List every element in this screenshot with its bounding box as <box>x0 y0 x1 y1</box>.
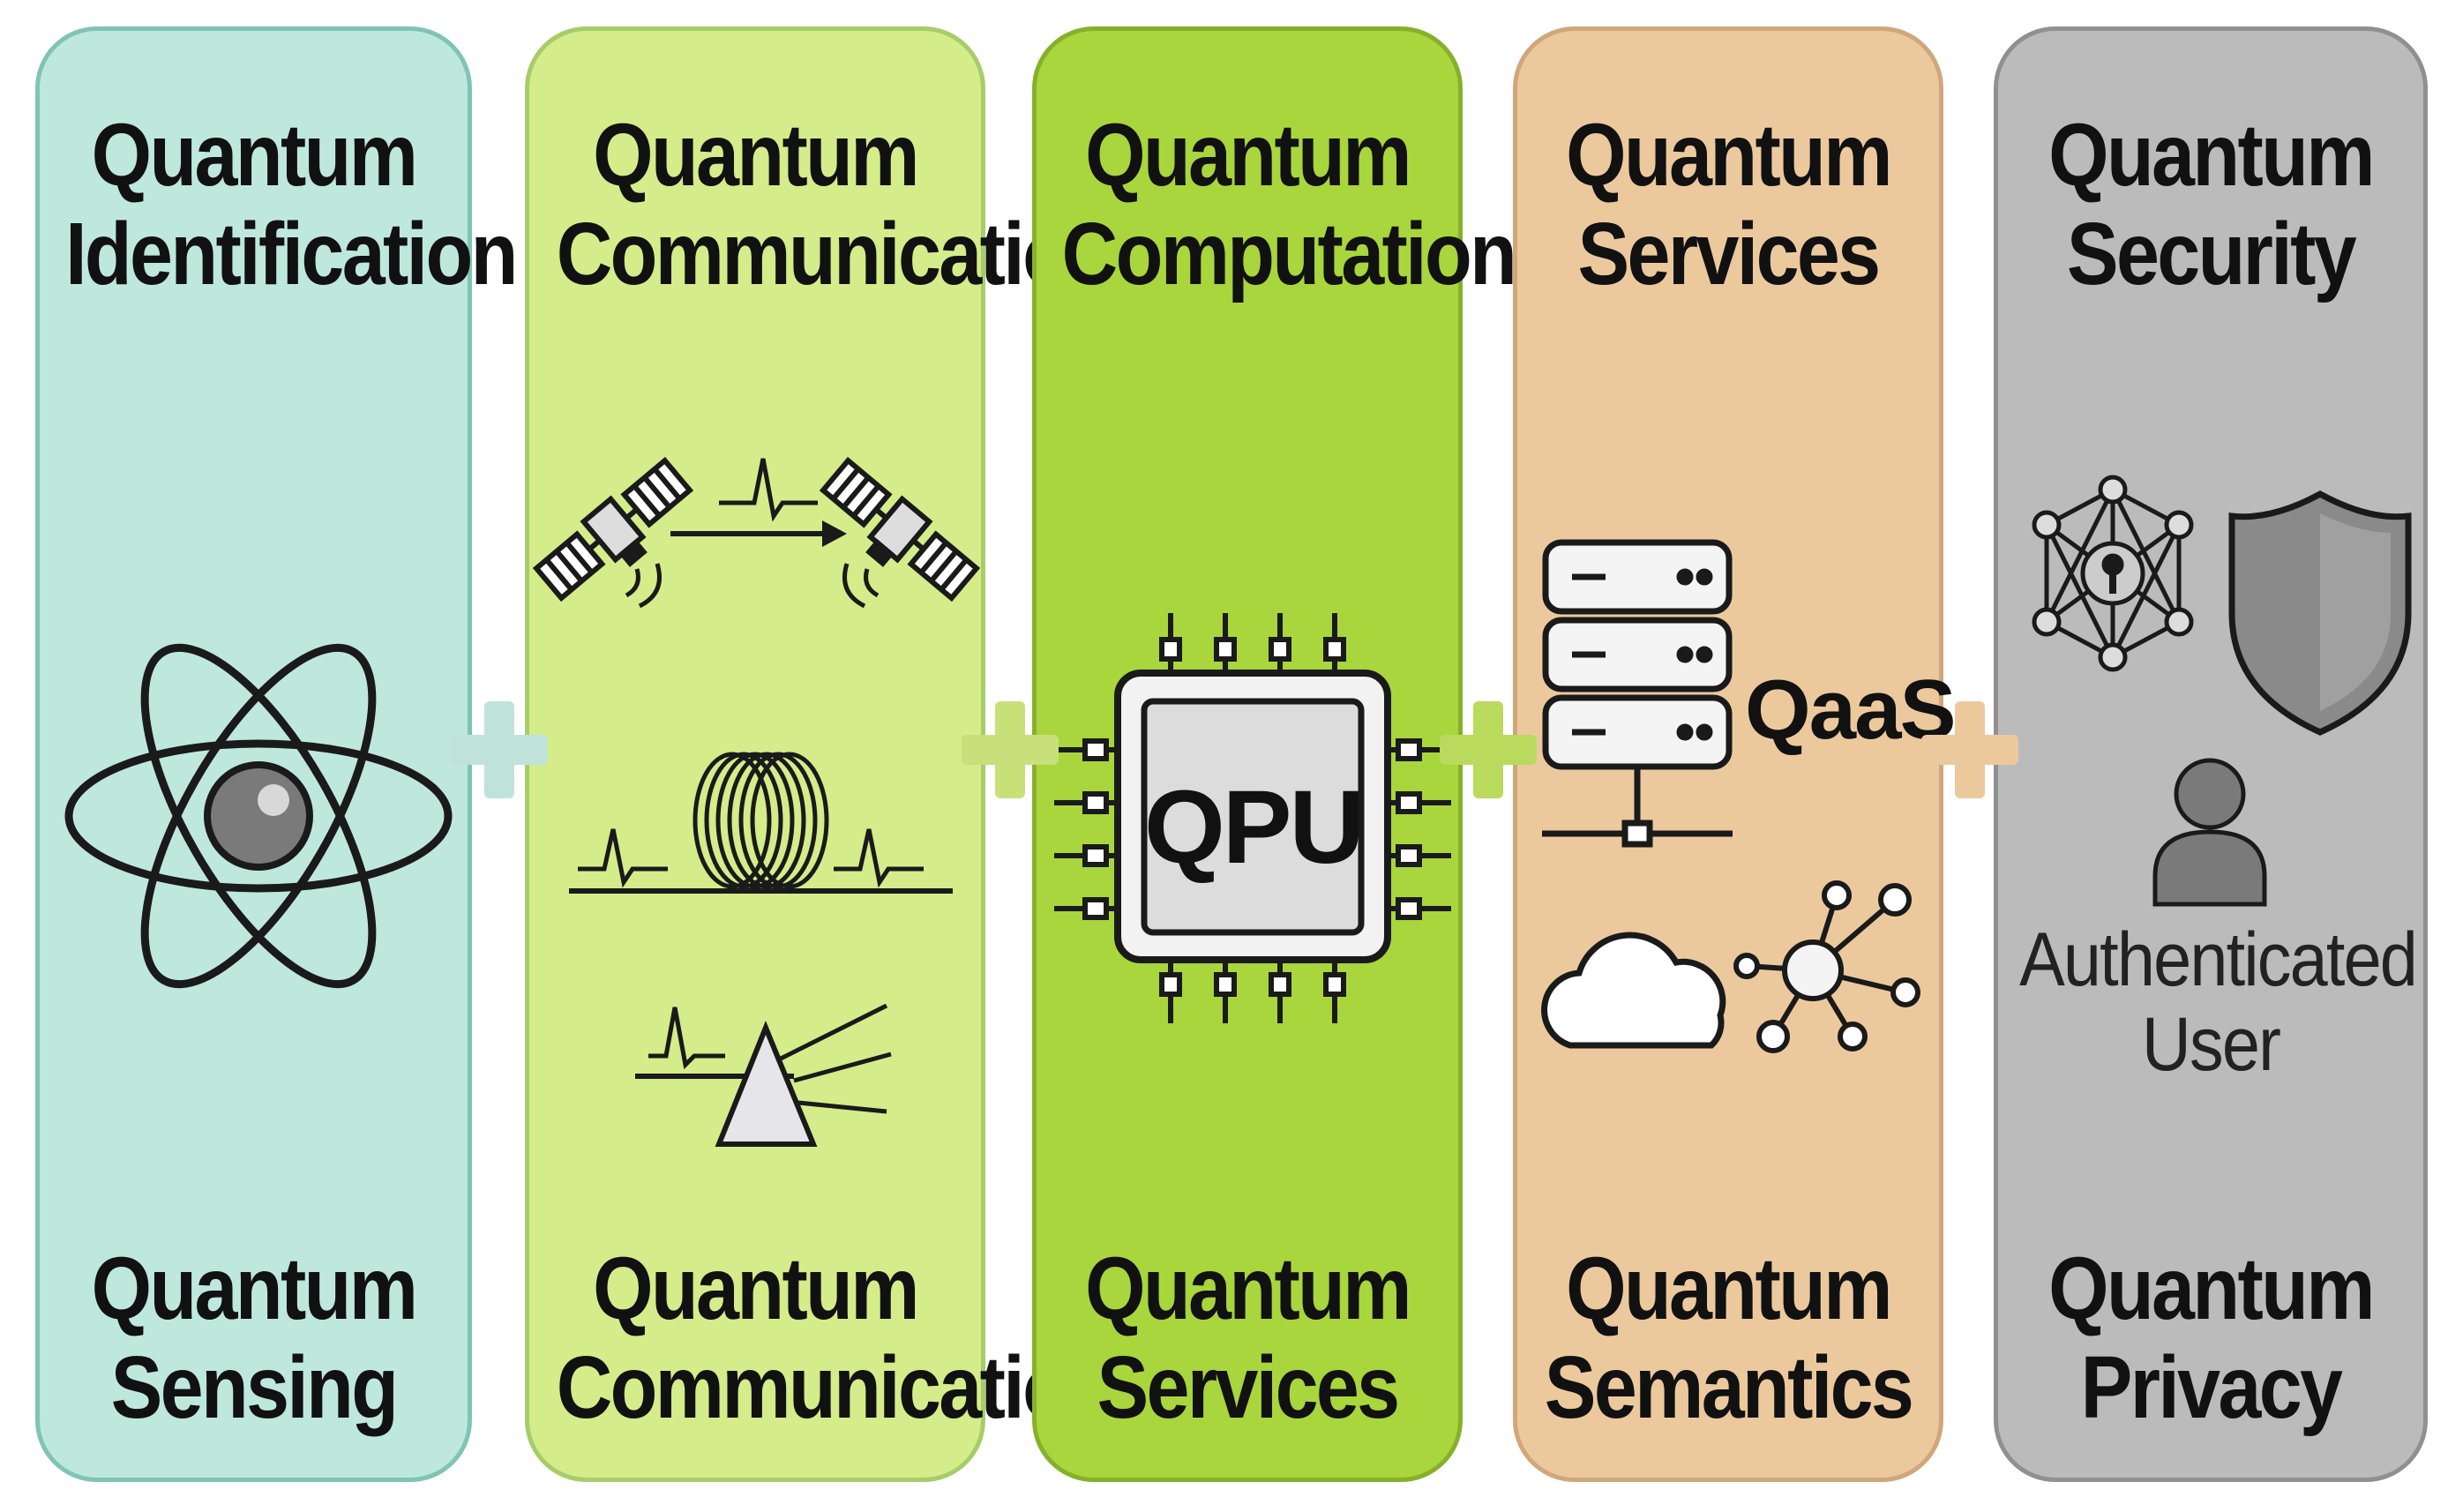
user-icon <box>2152 758 2267 907</box>
title-line: Privacy <box>2080 1338 2343 1437</box>
qaas-label: QaaS <box>1745 662 1956 757</box>
fiber-coil-icon <box>692 752 829 889</box>
pulse-icon <box>834 828 924 888</box>
panel-quantum-services: Quantum Services Qaa <box>1513 26 1956 1482</box>
caption-line: User <box>2141 1002 2281 1087</box>
satellite-icon <box>532 456 694 603</box>
communication-illustration <box>532 456 981 1147</box>
title-line: Quantum <box>593 106 919 205</box>
plus-icon <box>1921 701 2018 798</box>
title-line: Sensing <box>110 1338 399 1437</box>
panel-title-top: Quantum Communication <box>556 106 1115 303</box>
title-line: Quantum <box>91 1239 418 1338</box>
title-line: Semantics <box>1544 1338 1914 1437</box>
panel-title-bottom: Quantum Services <box>1062 1239 1434 1437</box>
server-icon <box>1542 539 1733 848</box>
panel-title-top: Quantum Services <box>1543 106 1914 303</box>
panel-title-bottom: Quantum Privacy <box>2024 1239 2398 1437</box>
title-line: Quantum <box>1566 106 1892 205</box>
plus-icon <box>962 701 1059 798</box>
plus-icon <box>451 701 548 798</box>
caption-line: Authenticated <box>2019 917 2418 1002</box>
title-line: Quantum <box>1085 106 1411 205</box>
qpu-chip-icon <box>1054 613 1451 1023</box>
panel-quantum-computation: Quantum Computation <box>1032 26 1517 1482</box>
panel-title-bottom: Quantum Sensing <box>65 1239 442 1437</box>
authenticated-user-label: Authenticated User <box>2019 917 2418 1087</box>
network-icon <box>1733 880 1920 1053</box>
cloud-icon <box>1541 932 1726 1049</box>
pulse-icon <box>648 1007 725 1070</box>
title-line: Services <box>1097 1338 1401 1437</box>
title-line: Quantum <box>1085 1239 1411 1338</box>
satellite-icon <box>819 456 981 603</box>
services-illustration <box>1541 539 1920 1053</box>
pulse-icon <box>578 828 668 888</box>
title-line: Quantum <box>2048 1239 2375 1338</box>
title-line: Communication <box>556 1338 1115 1437</box>
panel-quantum-identification: Quantum Identification Quantum Sensing <box>35 26 518 1482</box>
panel-quantum-communication: Quantum Communication <box>525 26 1115 1482</box>
panel-title-bottom: Quantum Communication <box>556 1239 1115 1437</box>
plus-icon <box>1440 701 1537 798</box>
title-line: Security <box>2066 205 2357 303</box>
panel-quantum-security: Quantum Security Authenticated User <box>1994 26 2428 1482</box>
qpu-label: QPU <box>1144 769 1365 886</box>
title-line: Services <box>1577 205 1882 303</box>
panel-title-top: Quantum Security <box>2024 106 2398 303</box>
title-line: Quantum <box>593 1239 919 1338</box>
panel-title-top: Quantum Computation <box>1062 106 1517 303</box>
title-line: Quantum <box>2048 106 2375 205</box>
key-network-icon <box>2032 475 2194 672</box>
prism-icon <box>715 1021 818 1147</box>
title-line: Communication <box>556 205 1115 303</box>
pulse-icon <box>719 458 818 522</box>
panel-title-bottom: Quantum Semantics <box>1543 1239 1914 1437</box>
title-line: Quantum <box>91 106 418 205</box>
security-illustration <box>2032 475 2412 907</box>
title-line: Quantum <box>1566 1239 1892 1338</box>
atom-icon <box>64 643 453 989</box>
